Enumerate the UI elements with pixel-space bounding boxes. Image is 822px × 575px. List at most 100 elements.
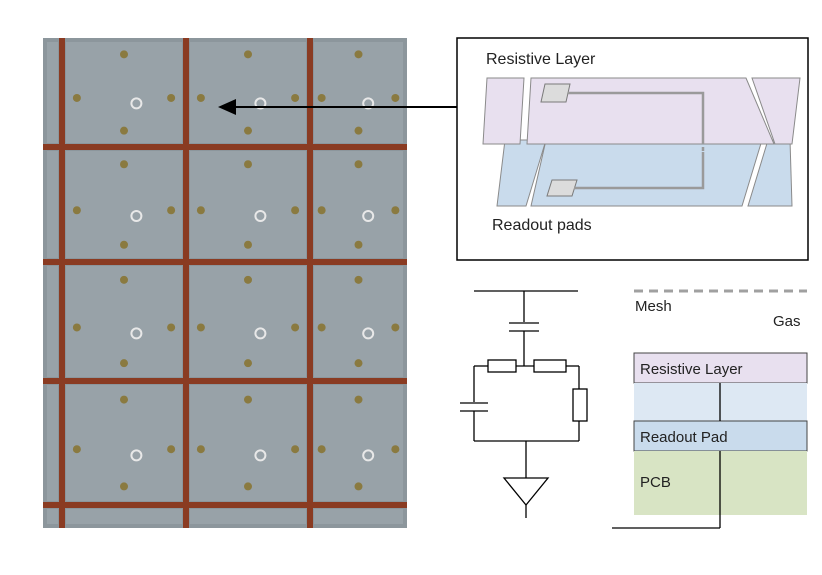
via-dot-icon — [196, 323, 205, 332]
photo-pad-cell — [190, 509, 306, 524]
photo-pad-cell — [314, 42, 403, 143]
via-dot-icon — [317, 93, 326, 102]
via-dot-icon — [120, 482, 128, 491]
via-dot-icon — [354, 395, 363, 404]
photo-grid-line — [59, 38, 65, 528]
via-dot-icon — [196, 206, 205, 215]
photo-pad-cell — [47, 266, 58, 377]
via-dot-icon — [72, 445, 81, 454]
via-dot-icon — [244, 275, 252, 284]
resistor-icon — [533, 359, 567, 373]
via-dot-icon — [317, 206, 326, 215]
photo-pad-cell — [190, 266, 306, 377]
capacitor-icon — [509, 322, 539, 332]
photo-pad-cell — [314, 151, 403, 258]
via-dot-icon — [354, 160, 363, 169]
photo-grid-lines — [43, 38, 407, 528]
pad-array-photo — [43, 38, 407, 528]
photo-grid-line — [43, 259, 407, 265]
via-dot-icon — [244, 240, 252, 249]
via-dot-icon — [244, 126, 252, 135]
via-dot-icon — [120, 359, 128, 368]
photo-pad-cell — [190, 385, 306, 501]
layer-stack: Mesh Gas Resistive Layer Readout Pad PCB — [612, 289, 808, 529]
via-dot-icon — [244, 50, 252, 59]
photo-pad-cell — [66, 151, 182, 258]
photo-pad-cell — [66, 509, 182, 524]
via-dot-icon — [130, 449, 143, 462]
gas-label: Gas — [773, 313, 801, 330]
via-dot-icon — [362, 97, 375, 110]
via-dot-icon — [291, 206, 300, 215]
via-dot-icon — [254, 327, 267, 340]
via-dot-icon — [167, 206, 176, 215]
stack-resistive-label: Resistive Layer — [640, 361, 743, 378]
pointer-arrow — [218, 99, 457, 115]
via-dot-icon — [291, 93, 300, 102]
via-dot-icon — [120, 275, 128, 284]
via-dot-icon — [291, 445, 300, 454]
via-dot-icon — [244, 359, 252, 368]
via-dot-icon — [354, 359, 363, 368]
photo-pad-cell — [47, 42, 58, 143]
via-dot-icon — [120, 50, 128, 59]
via-dot-icon — [196, 93, 205, 102]
via-dot-icon — [244, 482, 252, 491]
via-dot-icon — [244, 160, 252, 169]
resistive-contact-square — [540, 83, 571, 103]
via-dot-icon — [254, 210, 267, 222]
resistive-strip-center — [526, 77, 775, 145]
via-dot-icon — [120, 160, 128, 169]
photo-pad-cell — [314, 509, 403, 524]
photo-grid-line — [43, 378, 407, 384]
via-dot-icon — [362, 210, 375, 222]
via-dot-icon — [130, 210, 143, 222]
via-dot-icon — [254, 449, 267, 462]
via-dot-icon — [354, 275, 363, 284]
via-dot-icon — [354, 126, 363, 135]
connection-trace — [568, 91, 705, 190]
photo-grid-line — [183, 38, 189, 528]
via-dot-icon — [120, 395, 128, 404]
via-dot-icon — [291, 323, 300, 332]
mesh-label: Mesh — [635, 298, 672, 315]
resistive-strip-right — [751, 77, 801, 145]
photo-pad-cell — [190, 42, 306, 143]
photo-pads — [47, 42, 403, 524]
photo-grid-line — [43, 144, 407, 150]
photo-pad-cell — [66, 42, 182, 143]
via-dot-icon — [120, 240, 128, 249]
via-dot-icon — [167, 323, 176, 332]
photo-grid-line — [307, 38, 313, 528]
via-dot-icon — [244, 395, 252, 404]
via-dot-icon — [130, 327, 143, 340]
via-dot-icon — [72, 323, 81, 332]
via-dot-icon — [391, 445, 400, 454]
via-dot-icon — [120, 126, 128, 135]
readout-contact-square — [546, 179, 578, 197]
via-dot-icon — [354, 50, 363, 59]
photo-pad-cell — [66, 266, 182, 377]
photo-via-dots — [72, 50, 400, 491]
via-dot-icon — [362, 449, 375, 462]
photo-pad-cell — [314, 266, 403, 377]
via-dot-icon — [167, 445, 176, 454]
via-dot-icon — [362, 327, 375, 340]
photo-pad-cell — [190, 151, 306, 258]
resistive-strip-left — [482, 77, 525, 145]
via-dot-icon — [391, 93, 400, 102]
via-dot-icon — [72, 206, 81, 215]
via-dot-icon — [130, 97, 143, 110]
resistive-layer-strips — [482, 77, 801, 145]
photo-pad-cell — [47, 509, 58, 524]
photo-grid-line — [43, 502, 407, 508]
via-dot-icon — [391, 206, 400, 215]
photo-pad-cell — [47, 385, 58, 501]
capacitor-icon — [460, 402, 488, 412]
via-dot-icon — [317, 445, 326, 454]
via-dot-icon — [254, 97, 267, 110]
via-dot-icon — [167, 93, 176, 102]
amplifier-triangle-icon — [502, 477, 550, 507]
equivalent-circuit — [460, 290, 588, 518]
